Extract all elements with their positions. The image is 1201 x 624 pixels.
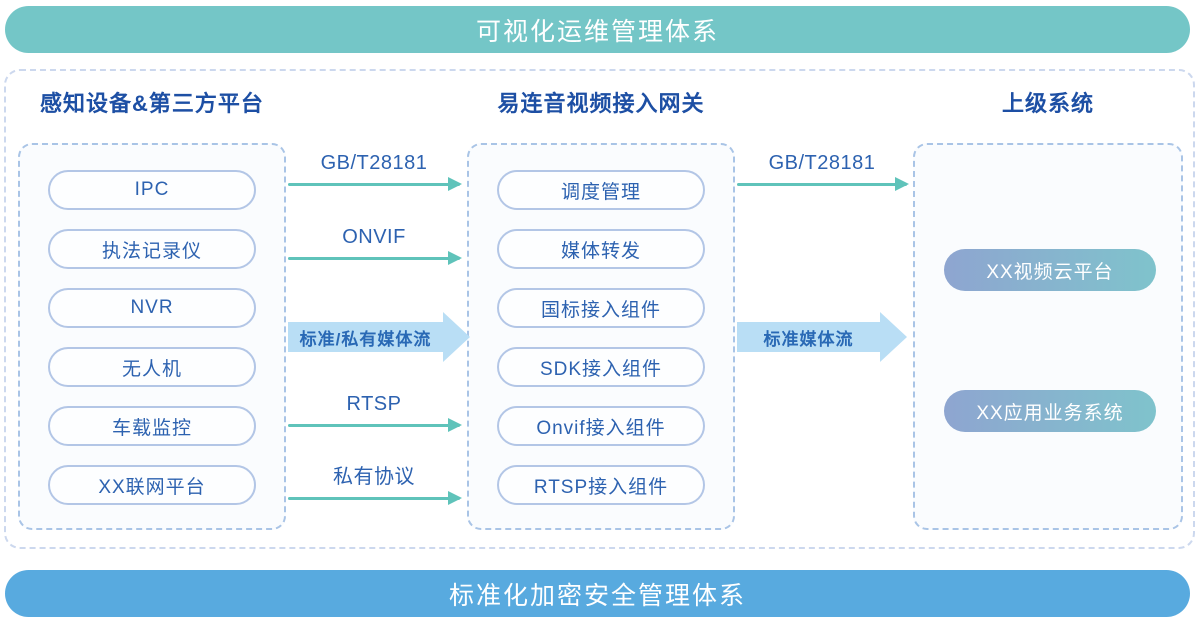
gateway-pill-sdk: SDK接入组件 bbox=[497, 347, 705, 387]
arrow-label: RTSP bbox=[346, 393, 402, 415]
thick-arrow-body: 标准媒体流 bbox=[737, 322, 880, 352]
arrow-std-private-media-stream: 标准/私有媒体流 bbox=[288, 312, 470, 362]
arrow-label: ONVIF bbox=[342, 226, 406, 248]
arrow-standard-media-stream: 标准媒体流 bbox=[737, 312, 907, 362]
devices-box: IPC 执法记录仪 NVR 无人机 车载监控 XX联网平台 bbox=[18, 143, 286, 530]
gateway-pill-rtsp: RTSP接入组件 bbox=[497, 465, 705, 505]
gateway-column-header: 易连音视频接入网关 bbox=[497, 91, 705, 116]
gateway-box: 调度管理 媒体转发 国标接入组件 SDK接入组件 Onvif接入组件 RTSP接… bbox=[467, 143, 735, 530]
gateway-pill-onvif: Onvif接入组件 bbox=[497, 406, 705, 446]
bottom-banner: 标准化加密安全管理体系 bbox=[5, 570, 1190, 617]
arrowhead-icon bbox=[880, 312, 907, 362]
device-pill-ipc: IPC bbox=[48, 170, 256, 210]
upstream-pill-video-cloud: XX视频云平台 bbox=[944, 249, 1156, 291]
gateway-pill-dispatch: 调度管理 bbox=[497, 170, 705, 210]
arrow-private-protocol: 私有协议 bbox=[288, 466, 462, 505]
arrow-label: 标准/私有媒体流 bbox=[299, 329, 432, 349]
upstream-column-header: 上级系统 bbox=[1001, 91, 1094, 116]
device-pill-drone: 无人机 bbox=[48, 347, 256, 387]
arrow-line bbox=[288, 418, 462, 432]
gateway-pill-forward: 媒体转发 bbox=[497, 229, 705, 269]
gateway-pill-gb: 国标接入组件 bbox=[497, 288, 705, 328]
top-banner: 可视化运维管理体系 bbox=[5, 6, 1190, 53]
arrowhead-icon bbox=[895, 177, 909, 191]
device-pill-vehicle: 车载监控 bbox=[48, 406, 256, 446]
arrowhead-icon bbox=[448, 491, 462, 505]
arrow-gbt28181-left: GB/T28181 bbox=[288, 152, 462, 191]
arrow-label: 私有协议 bbox=[333, 466, 415, 488]
arrow-label: 标准媒体流 bbox=[763, 329, 854, 349]
top-banner-label: 可视化运维管理体系 bbox=[475, 17, 719, 46]
devices-column-header: 感知设备&第三方平台 bbox=[40, 91, 264, 116]
thick-arrow-body: 标准/私有媒体流 bbox=[288, 322, 443, 352]
arrow-onvif: ONVIF bbox=[288, 226, 462, 265]
device-pill-bodycam: 执法记录仪 bbox=[48, 229, 256, 269]
arrowhead-icon bbox=[448, 251, 462, 265]
device-pill-nvr: NVR bbox=[48, 288, 256, 328]
arrow-rtsp: RTSP bbox=[288, 393, 462, 432]
arrow-line bbox=[288, 251, 462, 265]
arrow-label: GB/T28181 bbox=[768, 152, 876, 174]
arrow-line bbox=[288, 491, 462, 505]
upstream-pill-app-system: XX应用业务系统 bbox=[944, 390, 1156, 432]
arrowhead-icon bbox=[443, 312, 470, 362]
arrow-line bbox=[737, 177, 909, 191]
arrow-gbt28181-right: GB/T28181 bbox=[737, 152, 909, 191]
upstream-box: XX视频云平台 XX应用业务系统 bbox=[913, 143, 1183, 530]
arrow-line bbox=[288, 177, 462, 191]
arrow-label: GB/T28181 bbox=[320, 152, 428, 174]
arrowhead-icon bbox=[448, 177, 462, 191]
bottom-banner-label: 标准化加密安全管理体系 bbox=[448, 581, 746, 610]
device-pill-xx-network: XX联网平台 bbox=[48, 465, 256, 505]
arrowhead-icon bbox=[448, 418, 462, 432]
